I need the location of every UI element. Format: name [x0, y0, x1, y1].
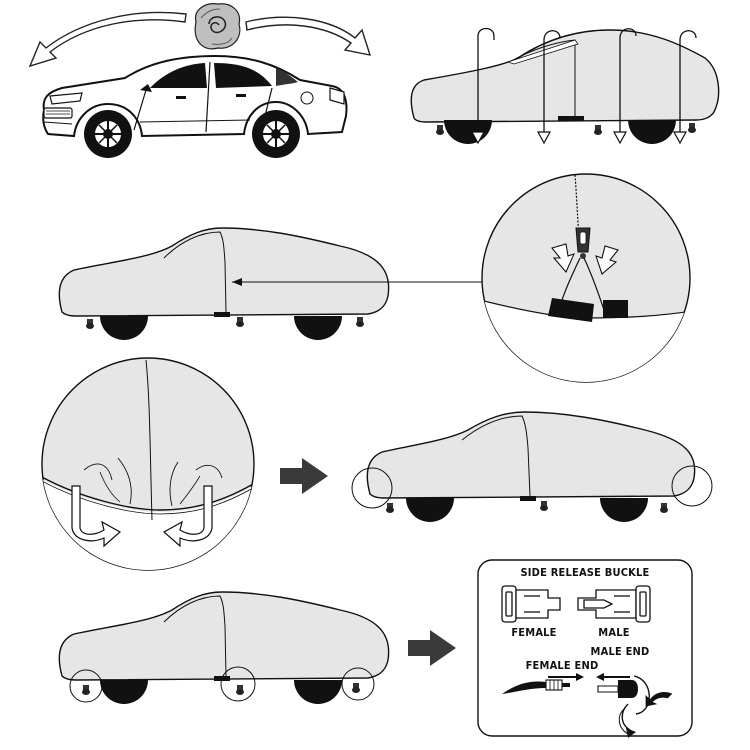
- buckle-panel-title: SIDE RELEASE BUCKLE: [520, 566, 649, 579]
- male-end-loop-icon: [597, 675, 650, 738]
- left-down-arrow-icon: [551, 243, 576, 274]
- tuck-left-arrow-icon: [71, 485, 122, 548]
- buckle-point-circle-2: [220, 666, 256, 702]
- buckle-point-circle-1: [69, 669, 103, 703]
- next-step-arrow-icon: [408, 630, 456, 666]
- male-end-label: MALE END: [591, 645, 650, 658]
- rear-bumper-highlight-circle: [671, 465, 713, 507]
- male-end-push-arrow-icon: [596, 673, 630, 681]
- right-down-arrow-icon: [595, 245, 619, 275]
- covered-car-icon: [58, 227, 390, 317]
- curl-arrow-icon: [645, 692, 673, 707]
- male-buckle-icon: [577, 585, 651, 623]
- female-buckle-icon: [501, 585, 561, 623]
- zipper-detail-zoom-circle: [481, 173, 691, 383]
- buckle-instruction-panel: SIDE RELEASE BUCKLE FEMALE MALE FEMALE: [477, 559, 693, 738]
- tuck-right-arrow-icon: [162, 485, 213, 548]
- folded-cover-bundle-icon: [194, 3, 241, 50]
- right-curved-arrow-icon: [245, 16, 372, 56]
- pull-down-arrows-icon: [477, 27, 697, 140]
- step-1-unfold-cover: [28, 3, 372, 159]
- step-4-hem-under-bumper: [41, 357, 713, 571]
- zipper-slider-icon: [575, 227, 591, 259]
- covered-car-icon: [366, 411, 696, 499]
- female-label: FEMALE: [511, 626, 556, 639]
- buckle-point-circle-3: [341, 667, 375, 701]
- male-label: MALE: [598, 626, 629, 639]
- female-end-push-arrow-icon: [548, 673, 584, 681]
- step-2-pull-cover-down: [410, 27, 720, 145]
- left-curved-arrow-icon: [28, 11, 187, 68]
- next-step-arrow-icon: [280, 458, 328, 494]
- covered-car-icon: [410, 29, 720, 123]
- bumper-detail-zoom-circle: [41, 357, 255, 571]
- step-5-fasten-buckles: SIDE RELEASE BUCKLE FEMALE MALE FEMALE: [58, 559, 693, 738]
- sedan-car-icon: [42, 54, 348, 159]
- female-end-strap-icon: [502, 679, 570, 694]
- front-bumper-highlight-circle: [351, 467, 393, 509]
- covered-car-icon: [58, 591, 390, 681]
- female-end-label: FEMALE END: [526, 659, 599, 672]
